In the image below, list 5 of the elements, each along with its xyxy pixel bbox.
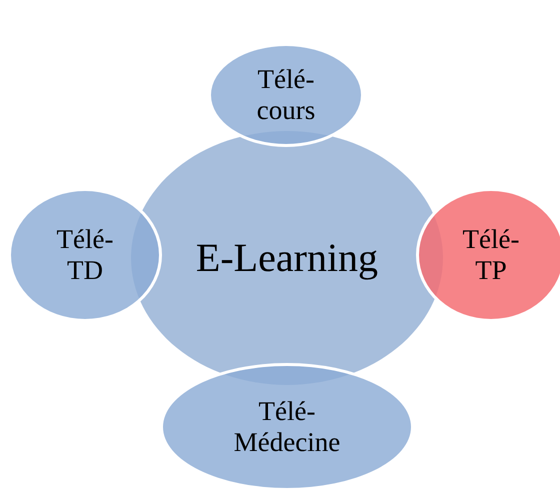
node-label: Télé- Médecine bbox=[232, 396, 342, 458]
node-label: Télé- TD bbox=[56, 224, 114, 286]
node-label: Télé- TP bbox=[462, 224, 520, 286]
title-text: E-Learning bbox=[194, 235, 380, 281]
node-label: Télé- cours bbox=[256, 64, 316, 126]
